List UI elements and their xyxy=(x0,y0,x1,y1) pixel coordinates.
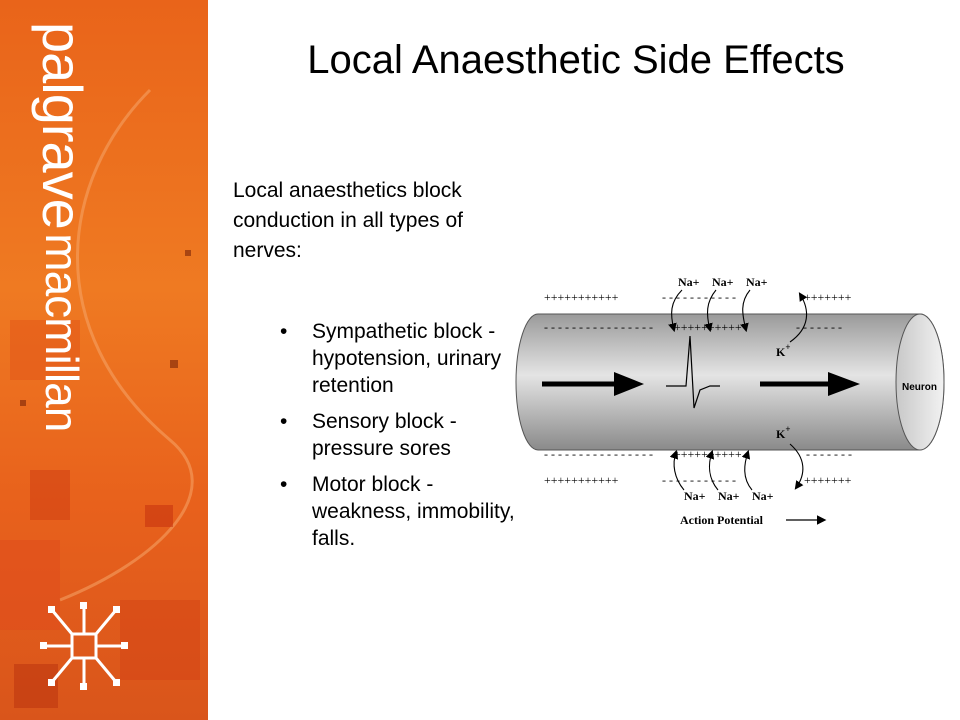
bullet-icon: • xyxy=(280,410,288,433)
na-top-label: Na+ xyxy=(678,275,700,289)
inner-plus-bottom: ++++++++++ xyxy=(674,447,742,461)
na-influx-arrow xyxy=(669,449,685,491)
intro-text: Local anaesthetics block conduction in a… xyxy=(233,179,463,262)
list-item: • Sensory block - pressure sores xyxy=(280,408,520,462)
list-item: • Motor block - weakness, immobility, fal… xyxy=(280,471,520,552)
na-bottom-label: Na+ xyxy=(718,489,740,503)
bullet-text: Sensory block - pressure sores xyxy=(312,410,457,460)
brand-subname: macmillan xyxy=(36,233,89,432)
k-label-bottom: K+ xyxy=(776,424,790,441)
na-influx-arrow xyxy=(704,289,717,333)
k-label-top: K+ xyxy=(776,342,790,359)
na-influx-arrow xyxy=(740,289,751,333)
outer-plus-top-left: +++++++++++ xyxy=(544,290,619,304)
brand-name: palgrave xyxy=(31,22,95,229)
bullet-icon: • xyxy=(280,320,288,343)
propagation-arrowhead-right xyxy=(828,372,860,396)
bullet-text: Sympathetic block - hypotension, urinary… xyxy=(312,320,502,397)
k-superscript: + xyxy=(785,424,790,434)
outer-plus-bottom-right: +++++++ xyxy=(804,473,852,487)
k-superscript: + xyxy=(785,342,790,352)
k-efflux-arrow xyxy=(789,443,804,490)
inner-dashes-bottom-left: - - - - - - - - - - - - - - - - xyxy=(544,447,653,461)
list-item: • Sympathetic block - hypotension, urinar… xyxy=(280,318,520,399)
k-symbol: K xyxy=(776,427,786,441)
inner-dashes-top-left: - - - - - - - - - - - - - - - - xyxy=(544,320,653,334)
outer-plus-bottom-left: +++++++++++ xyxy=(544,473,619,487)
na-influx-arrow xyxy=(741,449,753,491)
inner-dashes-top-right: - - - - - - - xyxy=(796,320,842,334)
network-emblem-icon xyxy=(40,602,128,690)
na-bottom-label: Na+ xyxy=(684,489,706,503)
side-effects-list: • Sympathetic block - hypotension, urinar… xyxy=(280,318,520,561)
bullet-text: Motor block - weakness, immobility, fall… xyxy=(312,473,515,550)
inner-dashes-bottom-right: - - - - - - - xyxy=(806,447,852,461)
axon-end-cap xyxy=(895,313,945,451)
k-symbol: K xyxy=(776,345,786,359)
slide-title: Local Anaesthetic Side Effects xyxy=(307,38,845,82)
brand-sidebar: palgrave macmillan xyxy=(0,0,208,720)
na-influx-arrow xyxy=(668,289,683,333)
na-top-label: Na+ xyxy=(712,275,734,289)
propagation-arrowhead-left xyxy=(614,372,644,396)
outer-dashes-bottom: - - - - - - - - - - - xyxy=(662,473,736,487)
neuron-label: Neuron xyxy=(902,382,937,393)
action-potential-label: Action Potential xyxy=(680,513,764,527)
bullet-icon: • xyxy=(280,473,288,496)
sidebar-decoration xyxy=(0,88,200,708)
na-influx-arrow xyxy=(705,449,719,491)
na-bottom-label: Na+ xyxy=(752,489,774,503)
action-potential-spike xyxy=(666,335,720,409)
brand-logo: palgrave macmillan xyxy=(31,22,94,432)
outer-plus-top-right: +++++++ xyxy=(804,290,852,304)
na-top-label: Na+ xyxy=(746,275,768,289)
action-potential-diagram: +++++++++++ - - - - - - - - - - - ++++++… xyxy=(515,275,945,527)
k-efflux-arrow xyxy=(789,292,808,343)
outer-dashes-top: - - - - - - - - - - - xyxy=(662,290,736,304)
